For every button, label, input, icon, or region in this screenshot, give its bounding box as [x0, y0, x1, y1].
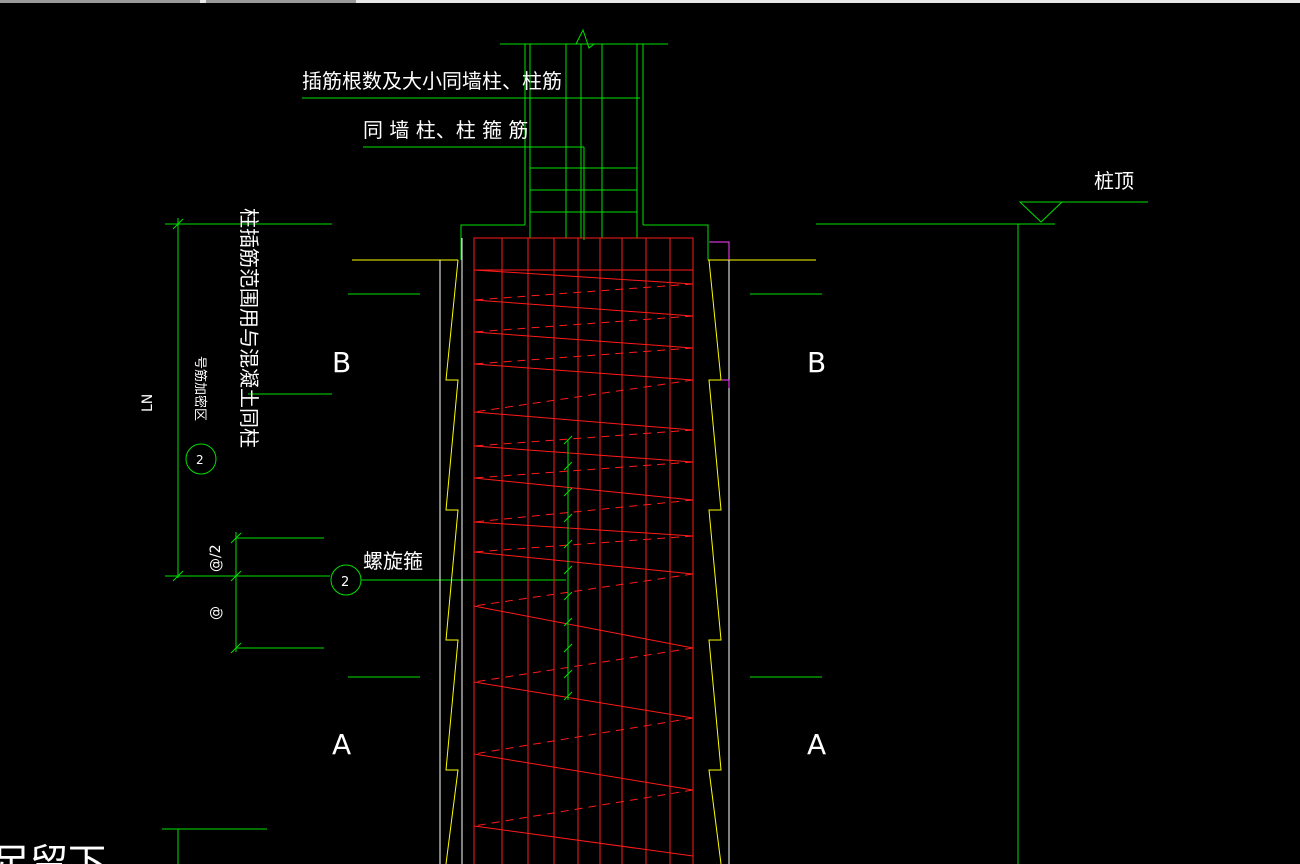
bar-mark-upper: 2	[196, 453, 204, 467]
left-dimension-chain	[162, 218, 566, 864]
bar-mark-lower: 2	[341, 575, 349, 590]
stirrup-zone-label: 号筋加密区	[192, 356, 208, 421]
section-a-left: A	[332, 728, 351, 761]
spiral-dimension-chain	[563, 435, 573, 701]
ln-dimension-label: LN	[140, 394, 156, 412]
section-b-right: B	[807, 346, 826, 379]
note-leaders	[302, 97, 640, 240]
document-tab-1[interactable]	[0, 0, 200, 3]
column-insert-note: 柱插筋范围用与混凝土同柱	[237, 208, 261, 448]
spacing-label: @	[208, 606, 224, 620]
half-spacing-label: @/2	[208, 544, 224, 572]
spiral-stirrup-label: 螺旋箍	[363, 549, 423, 573]
window-title-bar	[0, 0, 1300, 3]
rebar-cage	[473, 237, 694, 864]
section-a-right: A	[807, 728, 826, 761]
pile-top-elevation	[816, 201, 1148, 864]
section-cut-lines	[348, 259, 822, 678]
stirrup-note: 同 墙 柱、柱 箍 筋	[363, 118, 528, 142]
pile-outline	[439, 238, 730, 864]
insert-bars-note: 插筋根数及大小同墙柱、柱筋	[302, 69, 562, 93]
pile-top-label: 桩顶	[1094, 169, 1134, 193]
section-b-left: B	[332, 346, 351, 379]
document-tab-2[interactable]	[206, 0, 356, 3]
corner-text: 足留下	[0, 841, 106, 864]
